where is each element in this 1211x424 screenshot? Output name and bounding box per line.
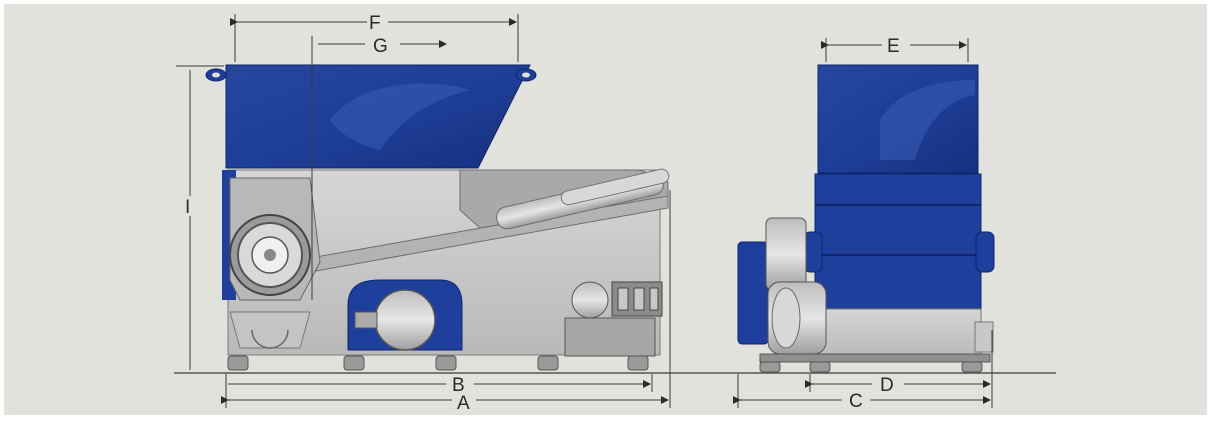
dim-label-e: E bbox=[887, 36, 900, 57]
side-ram-rod bbox=[560, 168, 670, 206]
side-hydraulic-motor bbox=[571, 281, 609, 319]
front-foot-2 bbox=[809, 361, 831, 373]
side-lift-eye-right-hole bbox=[522, 72, 530, 78]
dim-label-g: G bbox=[373, 36, 388, 57]
side-motor-shaft bbox=[354, 311, 378, 329]
front-foot-3 bbox=[961, 361, 983, 373]
front-side-box bbox=[974, 321, 994, 353]
side-hopper-highlight bbox=[330, 83, 470, 150]
front-motor-flange bbox=[737, 241, 769, 345]
front-motor-end bbox=[771, 287, 801, 349]
dim-label-d: D bbox=[880, 375, 894, 396]
front-foot-1 bbox=[759, 361, 781, 373]
side-hydraulic-tank bbox=[564, 317, 656, 357]
front-chamber bbox=[814, 173, 982, 310]
side-view bbox=[205, 64, 670, 371]
front-base-plate bbox=[759, 353, 991, 363]
side-foot-1 bbox=[227, 355, 249, 371]
side-screen-cradle bbox=[229, 311, 311, 349]
dim-label-a: A bbox=[457, 393, 470, 414]
dim-label-i: I bbox=[185, 197, 190, 218]
dimension-lines bbox=[176, 14, 993, 408]
side-valve-3 bbox=[649, 287, 659, 311]
dim-label-c: C bbox=[849, 391, 863, 412]
side-lift-eye-left-hole bbox=[212, 72, 220, 78]
side-foot-5 bbox=[627, 355, 649, 371]
dim-label-b: B bbox=[452, 375, 465, 396]
side-foot-2 bbox=[343, 355, 365, 371]
side-foot-3 bbox=[435, 355, 457, 371]
front-view bbox=[737, 64, 995, 373]
side-foot-4 bbox=[537, 355, 559, 371]
front-bearing-left bbox=[803, 231, 823, 273]
side-rotor-center bbox=[264, 249, 276, 261]
side-motor bbox=[374, 289, 436, 351]
side-valve-2 bbox=[633, 287, 645, 311]
front-gearbox bbox=[765, 217, 807, 291]
front-bearing-right bbox=[975, 231, 995, 273]
front-base bbox=[814, 308, 982, 358]
front-hopper-highlight bbox=[880, 80, 975, 160]
side-screen-curve bbox=[251, 329, 289, 349]
side-valve-1 bbox=[617, 287, 629, 311]
dim-label-f: F bbox=[369, 13, 381, 34]
